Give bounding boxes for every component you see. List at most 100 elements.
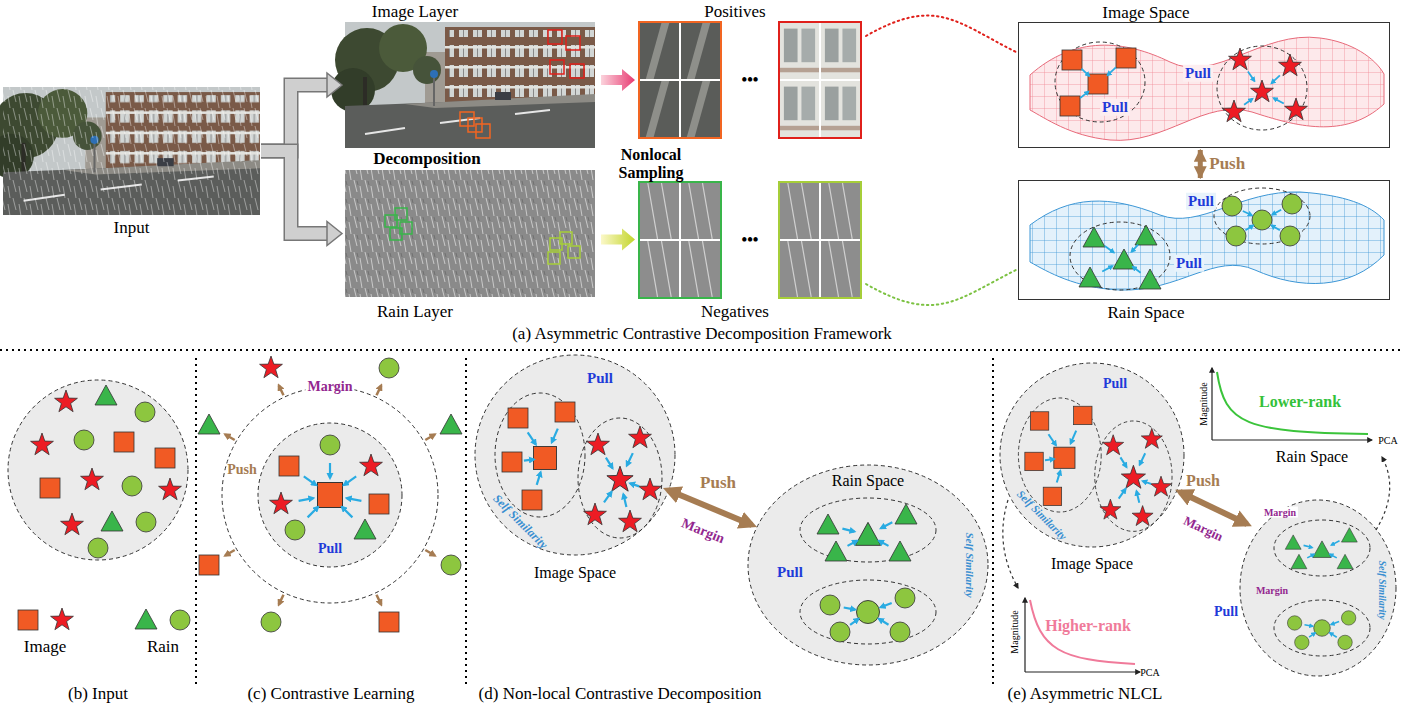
figure-use	[587, 433, 610, 455]
figure-ellipse	[800, 498, 936, 562]
legend-label: Image	[24, 638, 66, 657]
panel-caption: (c) Contrastive Learning	[247, 685, 414, 704]
rain-space-box: PullPullRain Space	[1018, 180, 1390, 300]
figure-line	[279, 385, 284, 395]
figure-use	[285, 520, 305, 540]
figure-rect	[780, 183, 819, 239]
node-label: Pull	[1186, 193, 1216, 210]
figure-g	[548, 30, 584, 78]
figure-path	[1025, 671, 1140, 672]
figure-circle	[1000, 363, 1184, 547]
annotation-label: Magnitude	[1198, 382, 1209, 425]
figure-path	[1030, 192, 1384, 290]
figure-use	[1226, 226, 1246, 246]
connector-part	[601, 69, 635, 91]
figure-line	[881, 603, 892, 607]
figure-line	[1080, 92, 1088, 99]
node-label: •••	[742, 231, 759, 249]
figure-use	[1113, 249, 1135, 269]
annotation-label: Self Similarity	[1377, 560, 1388, 619]
figure-line	[879, 541, 889, 546]
figure-ellipse	[495, 393, 585, 517]
figure-use	[320, 435, 340, 455]
figure-ellipse	[748, 465, 988, 665]
annotation-label: Image Space	[534, 564, 616, 582]
figure-use	[95, 385, 117, 405]
connector-part	[261, 85, 328, 151]
figure-g	[820, 588, 915, 642]
figure-use	[270, 492, 293, 514]
connector	[601, 69, 635, 91]
figure-ellipse	[1070, 222, 1170, 290]
figure-line	[992, 358, 994, 688]
annotation-label: PCA	[1378, 435, 1397, 446]
annotation-label: Decomposition	[373, 150, 481, 169]
figure-use	[895, 504, 917, 524]
figure-use	[1287, 611, 1355, 650]
figure-line	[308, 507, 319, 518]
figure-use	[534, 447, 557, 470]
connector	[261, 151, 342, 246]
figure-use	[51, 608, 74, 630]
image-layer: Image Layer	[345, 22, 595, 148]
figure-use	[135, 609, 157, 629]
figure-g	[780, 183, 860, 297]
figure-g	[385, 208, 412, 240]
figure-line	[842, 529, 854, 532]
figure-use	[61, 513, 84, 535]
annotation-label: Margin	[679, 515, 727, 546]
figure-g	[548, 232, 580, 264]
figure-line	[1133, 267, 1141, 273]
figure-line	[537, 472, 541, 485]
figure-rect	[640, 241, 679, 297]
figure-line	[225, 435, 235, 441]
figure-circle	[475, 355, 675, 555]
figure-use	[1252, 210, 1272, 230]
figure-rect	[548, 30, 562, 44]
figure-line	[844, 608, 855, 610]
figure-rect	[780, 241, 819, 297]
figure-use	[889, 541, 911, 561]
figure-rect	[548, 252, 560, 264]
figure-use	[88, 538, 108, 558]
figure-rect	[821, 81, 860, 137]
figure-line	[881, 522, 892, 528]
figure-g	[299, 463, 362, 517]
figure-path	[1376, 457, 1390, 530]
panel-caption: (a) Asymmetric Contrastive Decomposition…	[512, 325, 892, 344]
connector-part	[601, 229, 635, 251]
connector-part	[261, 151, 328, 234]
figure-g	[460, 112, 490, 138]
figure-line	[552, 429, 558, 443]
figure-g	[524, 429, 639, 507]
figure-rect	[640, 81, 679, 137]
connector	[1200, 150, 1201, 178]
figure-line	[850, 619, 858, 625]
figure-use	[135, 402, 155, 422]
figure-line	[1102, 266, 1112, 271]
node-label: Pull	[1183, 65, 1213, 82]
figure-use	[895, 588, 915, 608]
figure-use	[0, 87, 260, 215]
figure-use	[1229, 48, 1252, 70]
figure-rect	[566, 36, 580, 50]
figure-use	[629, 426, 652, 448]
figure-rect	[400, 222, 412, 234]
figure-line	[304, 476, 316, 485]
figure-line	[377, 385, 382, 395]
panel-caption: (b) Input	[68, 685, 128, 704]
panel-caption: (e) Asymmetric NLCL	[1008, 685, 1163, 704]
connector-part	[1198, 150, 1203, 178]
annotation-label: Push	[227, 462, 257, 477]
figure-use	[81, 468, 104, 490]
figure-use	[825, 541, 847, 561]
node-label: Input	[114, 219, 150, 238]
connector	[866, 16, 1016, 52]
legend-label: Rain	[147, 638, 179, 657]
figure-g	[640, 23, 720, 137]
figure-rect	[681, 183, 720, 239]
figure-g	[225, 385, 435, 604]
figure-use	[440, 414, 462, 434]
figure-path	[1217, 372, 1368, 434]
